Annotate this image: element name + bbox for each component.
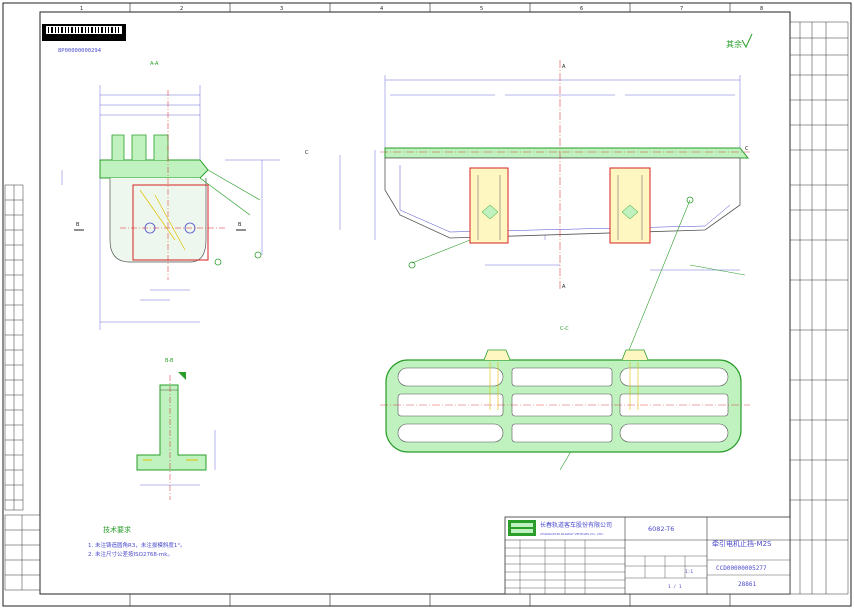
company-logo	[508, 520, 536, 536]
part-name: 牵引电机止挡-M2S	[712, 539, 772, 548]
right-revision-strip	[789, 21, 849, 595]
note-1: 1. 未注铸造圆角R3，未注拔模斜度1°。	[88, 541, 186, 549]
left-revision-strip	[4, 184, 41, 591]
view-cc	[380, 349, 750, 453]
scale-value: 1:1	[685, 569, 693, 575]
view-cc-label: C-C	[560, 326, 569, 332]
roughness-symbol-icon	[741, 33, 753, 49]
company-name-en: CHANGCHUN RAILWAY VEHICLES CO., LTD.	[540, 532, 604, 536]
section-c-left: C	[305, 150, 309, 156]
view-aa-label: A-A	[150, 61, 159, 67]
material-code: 6082-T6	[648, 525, 674, 533]
section-b-left: B	[76, 222, 80, 228]
grid-col-1: 1	[80, 6, 83, 12]
title-block: 长春轨道客车股份有限公司 CHANGCHUN RAILWAY VEHICLES …	[504, 516, 791, 595]
view-aa	[61, 85, 280, 330]
grid-col-4: 4	[380, 6, 383, 12]
part-number: CCD00000005277	[716, 565, 767, 572]
section-a-top: A	[562, 64, 566, 70]
section-b-right: B	[238, 222, 242, 228]
doc-number: 28861	[738, 581, 756, 588]
grid-col-5: 5	[480, 6, 483, 12]
sheet-info: 1 / 1	[668, 584, 682, 590]
section-c-right: C	[745, 146, 749, 152]
note-2: 2. 未注尺寸公差按ISO2768-mk。	[88, 550, 173, 558]
notes-title: 技术要求	[103, 525, 131, 534]
view-bb-label: B-B	[165, 358, 174, 364]
grid-col-8: 8	[760, 6, 763, 12]
section-a-bottom: A	[562, 284, 566, 290]
top-grid-labels: 1 2 3 4 5 6 7 8	[80, 6, 763, 12]
view-bb	[136, 372, 216, 500]
roughness-mark: 其余	[726, 39, 742, 49]
barcode-number: 8P00000000294	[58, 48, 102, 54]
grid-col-3: 3	[280, 6, 283, 12]
grid-col-7: 7	[680, 6, 683, 12]
grid-col-2: 2	[180, 6, 183, 12]
technical-notes: 技术要求 1. 未注铸造圆角R3，未注拔模斜度1°。 2. 未注尺寸公差按ISO…	[88, 525, 186, 558]
company-name-cn: 长春轨道客车股份有限公司	[540, 521, 612, 529]
grid-col-6: 6	[580, 6, 583, 12]
barcode	[42, 24, 126, 41]
top-grid-ticks	[129, 3, 731, 606]
front-view	[339, 60, 750, 471]
